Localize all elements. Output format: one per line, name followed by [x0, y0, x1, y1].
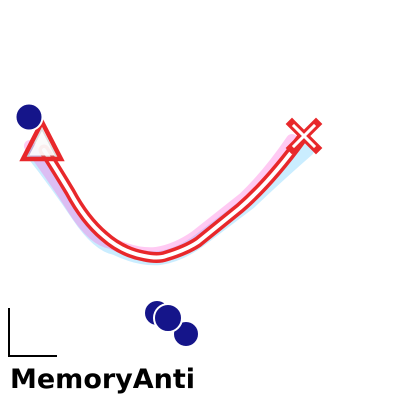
- circle-marker-cluster: [143, 299, 200, 348]
- trajectory-inner: [42, 136, 304, 260]
- agent-marker-start: [14, 102, 44, 132]
- corner-bracket-icon: [8, 308, 57, 357]
- x-cross-icon: [285, 117, 323, 155]
- caption: MemoryAnti: [10, 364, 196, 395]
- triangle-outline: [19, 117, 65, 162]
- triangle-outline-icon: [19, 117, 65, 162]
- cluster-circle-3: [153, 303, 183, 333]
- triangle-inner: [29, 130, 55, 156]
- x-cross-stroke-b-inner: [291, 123, 317, 149]
- filled-circle-icon: [14, 102, 44, 132]
